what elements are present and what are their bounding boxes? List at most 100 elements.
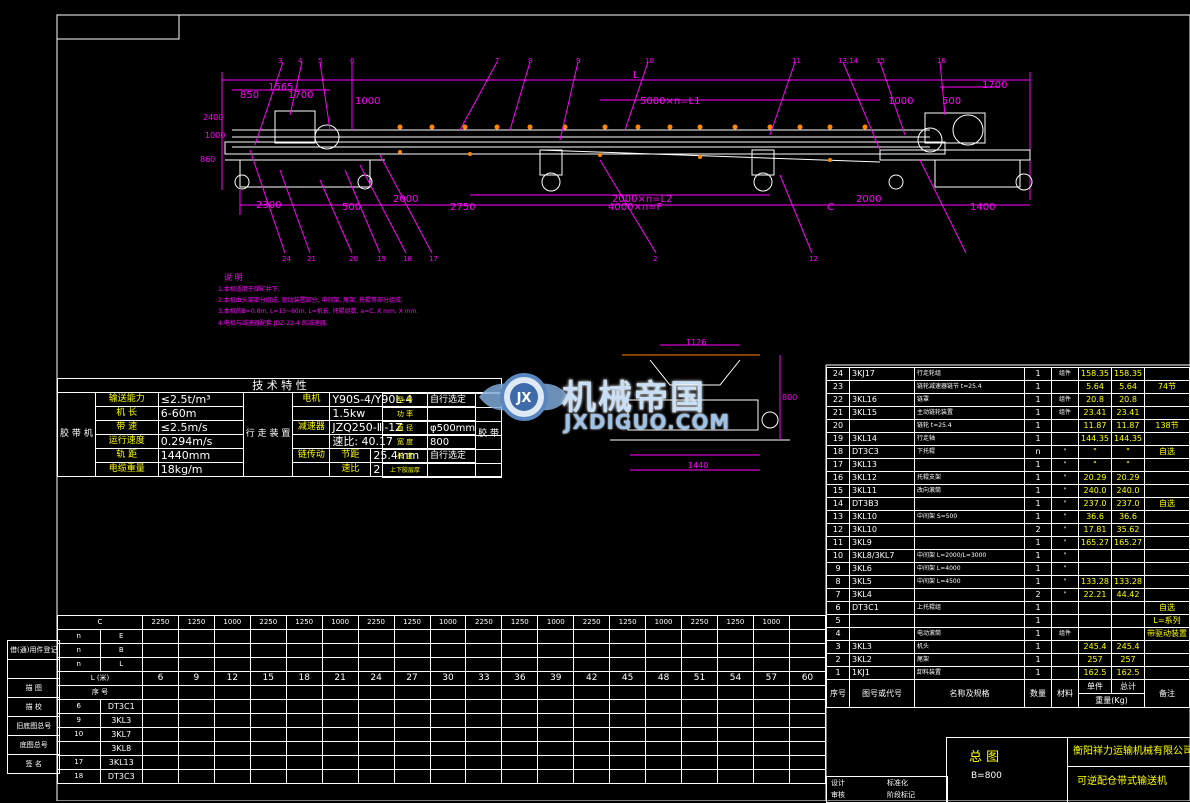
- parts-cell-mat: ": [1051, 523, 1079, 537]
- parts-cell-no: 4: [826, 627, 850, 641]
- col-header: 备注: [1144, 679, 1190, 708]
- spec-label: 输送能力: [94, 392, 159, 407]
- balloon-label: 18: [403, 255, 412, 263]
- parts-cell-total: 11.87: [1111, 419, 1145, 433]
- seq-cell: [465, 769, 503, 784]
- n-cell: [321, 643, 359, 658]
- seq-cell: [788, 713, 827, 728]
- parts-cell-qty: 1: [1024, 458, 1052, 472]
- spec-label: 功 率: [382, 407, 428, 422]
- n-cell: [645, 629, 683, 644]
- parts-cell-mat: ": [1051, 471, 1079, 485]
- spec-label: 上下胶层厚: [382, 463, 428, 478]
- seq-cell: [788, 699, 827, 714]
- seq-cell: [321, 713, 359, 728]
- parts-cell-no: 3: [826, 640, 850, 654]
- parts-cell-total: 20.8: [1111, 393, 1145, 407]
- balloon-label: 7: [495, 57, 500, 65]
- n-cell: [177, 657, 215, 672]
- length-value: 57: [752, 671, 790, 686]
- seq-cell: [752, 713, 790, 728]
- parts-cell-unit: 158.35: [1078, 367, 1112, 381]
- seq-cell: [357, 727, 395, 742]
- seq-cell: [609, 755, 647, 770]
- parts-cell-total: 144.35: [1111, 432, 1145, 446]
- parts-cell-qty: 1: [1024, 497, 1052, 511]
- seq-cell: [501, 769, 539, 784]
- seq-cell: [249, 727, 287, 742]
- parts-cell-total: 5.64: [1111, 380, 1145, 394]
- parts-cell-name: 改向滚筒: [914, 484, 1025, 498]
- parts-cell-note: [1144, 367, 1190, 381]
- dim-text: 4000×n=F: [608, 202, 663, 213]
- parts-cell-total: 20.29: [1111, 471, 1145, 485]
- seq-header-cell: [788, 685, 827, 700]
- n-cell: [357, 657, 395, 672]
- seq-cell: [537, 741, 575, 756]
- parts-cell-code: 3KL5: [849, 575, 915, 589]
- length-value: 51: [681, 671, 718, 686]
- parts-cell-mat: ": [1051, 562, 1079, 576]
- spec-value: 18kg/m: [157, 462, 244, 477]
- spec-label: 轨 距: [94, 448, 159, 463]
- spec-label: 电机: [292, 392, 331, 407]
- parts-cell-note: [1144, 588, 1190, 602]
- seq-cell: [142, 727, 179, 742]
- balloon-label: 12: [809, 255, 818, 263]
- parts-cell-no: 21: [826, 406, 850, 420]
- tail-drive-drum: [952, 114, 984, 146]
- parts-cell-code: 3KL3: [849, 640, 915, 654]
- parts-cell-unit: 20.8: [1078, 393, 1112, 407]
- length-value: 27: [393, 671, 431, 686]
- parts-cell-note: [1144, 393, 1190, 407]
- parts-cell-no: 19: [826, 432, 850, 446]
- parts-cell-name: 中间架 S=500: [914, 510, 1025, 524]
- parts-cell-mat: [1051, 432, 1079, 446]
- parts-cell-no: 10: [826, 549, 850, 563]
- n-cell: [752, 643, 790, 658]
- parts-cell-code: [849, 614, 915, 628]
- note-line: 4.电机与减速器配套 JDZ-22-4 的减速器.: [218, 320, 328, 327]
- seq-cell: [537, 769, 575, 784]
- seq-cell: [681, 713, 718, 728]
- seq-cell: [537, 699, 575, 714]
- seq-cell: [788, 727, 827, 742]
- n-cell: [249, 629, 287, 644]
- parts-cell-note: [1144, 432, 1190, 446]
- seq-code: DT3C3: [99, 769, 143, 784]
- n-cell: [393, 657, 431, 672]
- n-cell: [681, 657, 718, 672]
- parts-cell-unit: 17.81: [1078, 523, 1112, 537]
- parts-cell-note: L=系列: [1144, 614, 1190, 628]
- seq-cell: [429, 727, 467, 742]
- parts-cell-no: 9: [826, 562, 850, 576]
- parts-cell-qty: 1: [1024, 601, 1052, 615]
- balloon-label: 4: [298, 57, 303, 65]
- parts-cell-name: [914, 497, 1025, 511]
- parts-cell-note: [1144, 406, 1190, 420]
- n-cell: [321, 629, 359, 644]
- parts-cell-note: [1144, 666, 1190, 680]
- row-label: C: [57, 615, 143, 630]
- dim-text: 2000: [856, 194, 882, 205]
- c-value: 1250: [177, 615, 215, 630]
- seq-header-cell: [537, 685, 575, 700]
- parts-cell-note: 带驱动装置: [1144, 627, 1190, 641]
- title-block: 总 图 B=800 衡阳祥力运输机械有限公司 可逆配仓带式输送机: [946, 737, 1190, 803]
- n-cell: [717, 657, 754, 672]
- sign-label: 设计: [831, 779, 845, 787]
- parts-cell-total: 257: [1111, 653, 1145, 667]
- cross-section-view: [610, 344, 790, 471]
- parts-cell-note: [1144, 549, 1190, 563]
- seq-cell: [465, 755, 503, 770]
- parts-cell-qty: 1: [1024, 406, 1052, 420]
- seq-cell: [393, 727, 431, 742]
- wheel: [541, 172, 561, 192]
